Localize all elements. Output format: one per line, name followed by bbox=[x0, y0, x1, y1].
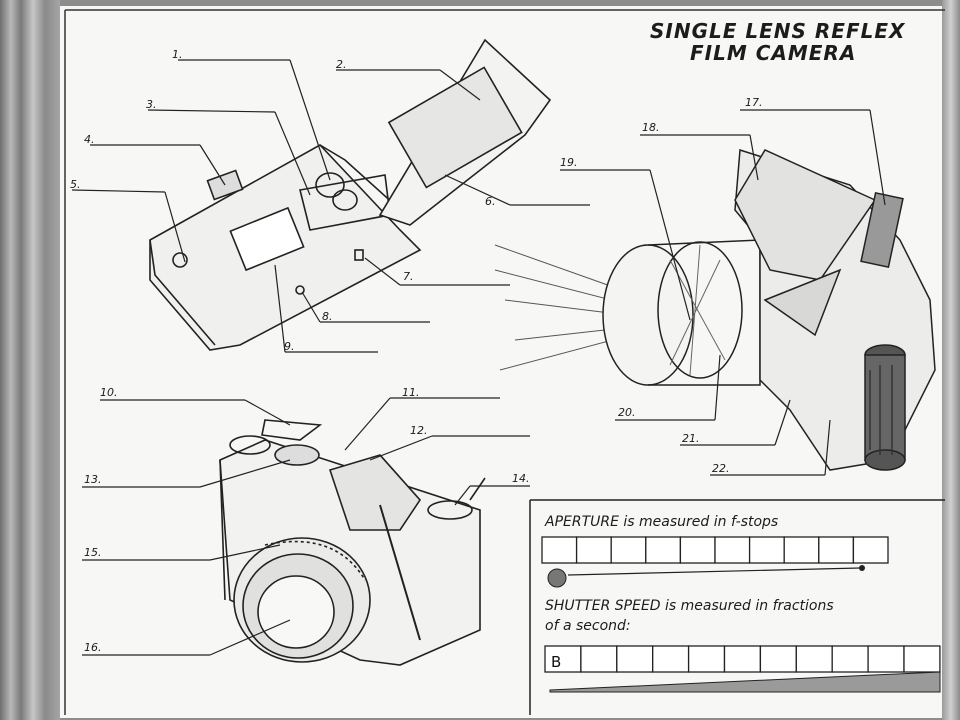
aperture-caption: APERTURE is measured in f-stops bbox=[544, 514, 778, 530]
shutter-wedge bbox=[549, 671, 941, 693]
aperture-scale bbox=[541, 536, 889, 564]
callout-18: 18. bbox=[642, 121, 660, 134]
shutter-first-box-label: B bbox=[551, 653, 561, 671]
aperture-box-4 bbox=[645, 536, 682, 564]
shutter-box-4 bbox=[652, 645, 690, 673]
aperture-box-10 bbox=[852, 536, 889, 564]
callout-22: 22. bbox=[712, 462, 730, 475]
right-frame-border bbox=[942, 0, 960, 720]
shutter-box-7 bbox=[759, 645, 797, 673]
shutter-caption-1: SHUTTER SPEED is measured in fractions bbox=[545, 598, 834, 614]
slr-cross-section-drawing bbox=[494, 149, 936, 471]
callout-20: 20. bbox=[618, 406, 636, 419]
shutter-scale bbox=[544, 645, 941, 673]
callout-1: 1. bbox=[172, 48, 183, 61]
shutter-box-6 bbox=[723, 645, 762, 673]
leader-lines-top bbox=[71, 59, 590, 353]
callout-15: 15. bbox=[84, 546, 102, 559]
callout-9: 9. bbox=[284, 340, 295, 353]
aperture-box-7 bbox=[748, 536, 785, 564]
callout-5: 5. bbox=[70, 178, 81, 191]
aperture-box-5 bbox=[679, 536, 716, 564]
callout-17: 17. bbox=[745, 96, 763, 109]
aperture-box-8 bbox=[783, 536, 820, 564]
callout-7: 7. bbox=[403, 270, 414, 283]
aperture-small-circle bbox=[547, 568, 567, 588]
worksheet-panel bbox=[529, 499, 945, 715]
aperture-box-6 bbox=[714, 536, 751, 564]
aperture-dot bbox=[859, 565, 865, 571]
camera-front-drawing bbox=[219, 419, 486, 666]
shutter-box-9 bbox=[831, 645, 869, 673]
shutter-caption-2: of a second: bbox=[545, 618, 631, 634]
leader-lines-right bbox=[560, 109, 886, 476]
callout-19: 19. bbox=[560, 156, 578, 169]
leader-lines-bottom bbox=[82, 397, 530, 656]
callout-14: 14. bbox=[512, 472, 530, 485]
shutter-box-2 bbox=[580, 645, 618, 673]
camera-back-drawing bbox=[149, 38, 552, 351]
aperture-box-2 bbox=[575, 536, 612, 564]
left-frame-border bbox=[0, 0, 60, 720]
callout-8: 8. bbox=[322, 310, 333, 323]
title-line2: FILM CAMERA bbox=[690, 41, 856, 65]
aperture-scale-line bbox=[567, 567, 861, 576]
title-line1: SINGLE LENS REFLEX bbox=[650, 19, 906, 43]
callout-12: 12. bbox=[410, 424, 428, 437]
callout-2: 2. bbox=[336, 58, 347, 71]
callout-4: 4. bbox=[84, 133, 95, 146]
aperture-box-9 bbox=[818, 536, 855, 564]
callout-13: 13. bbox=[84, 473, 102, 486]
shutter-box-5 bbox=[687, 645, 726, 673]
shutter-box-11 bbox=[903, 645, 941, 673]
callout-21: 21. bbox=[682, 432, 700, 445]
callout-6: 6. bbox=[485, 195, 496, 208]
callout-11: 11. bbox=[402, 386, 420, 399]
shutter-box-1 bbox=[544, 645, 582, 673]
shutter-box-3 bbox=[616, 645, 654, 673]
aperture-box-1 bbox=[541, 536, 578, 564]
shutter-box-10 bbox=[867, 645, 905, 673]
aperture-box-3 bbox=[610, 536, 647, 564]
callout-3: 3. bbox=[146, 98, 157, 111]
shutter-box-8 bbox=[795, 645, 833, 673]
callout-16: 16. bbox=[84, 641, 102, 654]
callout-10: 10. bbox=[100, 386, 118, 399]
